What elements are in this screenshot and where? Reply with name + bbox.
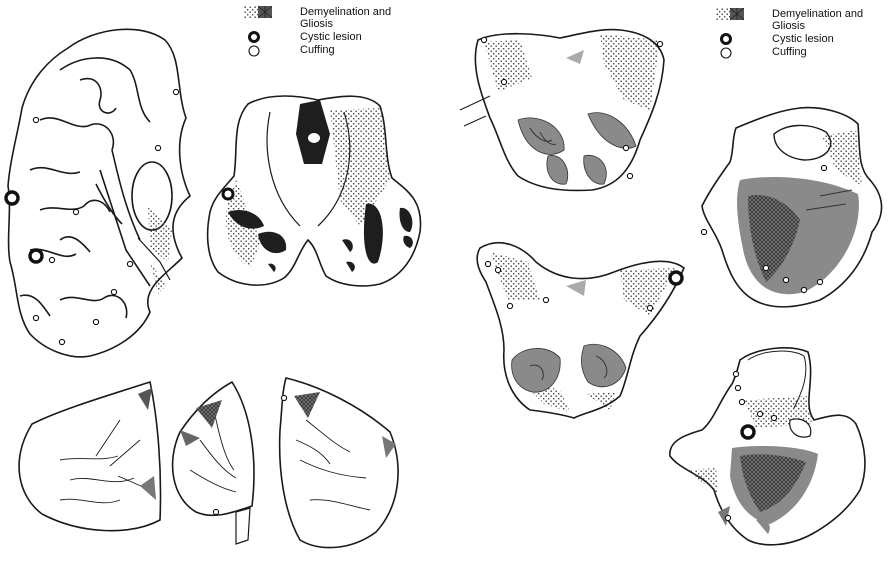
cuffing-icon — [248, 44, 264, 58]
legend-left: Demyelination and Gliosis Cystic lesion … — [244, 6, 424, 57]
legend-item-cuffing: Cuffing — [244, 44, 424, 57]
legend-label: Demyelination and — [772, 8, 863, 20]
pons-section-upper — [460, 30, 664, 191]
cystic-lesion-icon — [720, 33, 736, 47]
legend-item-demyelination: Demyelination and Gliosis — [244, 6, 424, 31]
cystic-lesion-icon — [248, 31, 264, 45]
legend-item-cuffing: Cuffing — [716, 46, 888, 59]
legend-label: Cuffing — [300, 44, 335, 56]
legend-label: Cystic lesion — [772, 33, 834, 45]
demyelination-gliosis-swatch — [716, 8, 746, 22]
demyelination-gliosis-swatch — [244, 6, 274, 20]
legend-right: Demyelination and Gliosis Cystic lesion … — [716, 8, 888, 59]
legend-label: Demyelination and — [300, 6, 391, 18]
legend-label-continuation: Gliosis — [300, 18, 333, 30]
cuffing-icon — [720, 46, 736, 60]
cerebellar-sections — [19, 378, 398, 548]
legend-item-cystic-lesion: Cystic lesion — [244, 31, 424, 44]
legend-label: Cuffing — [772, 46, 807, 58]
medulla-section — [477, 243, 684, 418]
legend-item-cystic-lesion: Cystic lesion — [716, 33, 888, 46]
legend-item-demyelination: Demyelination and Gliosis — [716, 8, 888, 33]
cerebral-hemisphere-section — [8, 29, 190, 357]
medulla-section-lower — [670, 348, 865, 545]
legend-label-continuation: Gliosis — [772, 20, 805, 32]
midbrain-section — [208, 96, 421, 286]
legend-label: Cystic lesion — [300, 31, 362, 43]
pons-section-large — [701, 108, 881, 307]
